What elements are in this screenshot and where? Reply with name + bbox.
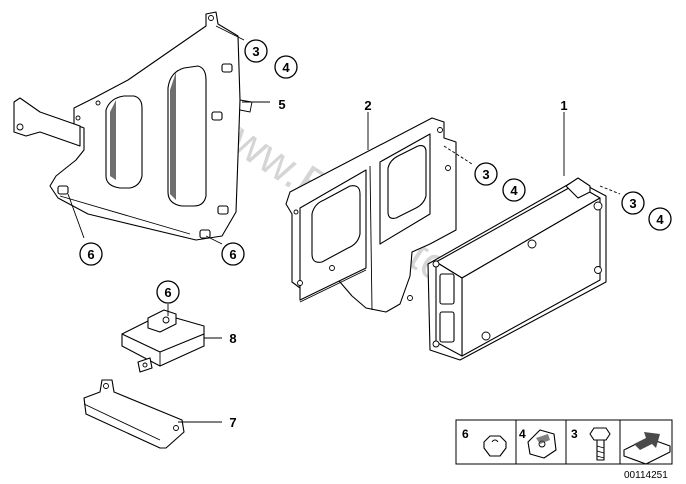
small-module-part xyxy=(121,309,205,373)
svg-text:6: 6 xyxy=(229,247,236,262)
legend-number-clip: 4 xyxy=(519,427,526,441)
svg-text:6: 6 xyxy=(164,285,171,300)
parts-legend: 6 4 3 00114251 xyxy=(455,419,673,481)
nut-icon xyxy=(483,435,507,457)
label-7: 7 xyxy=(229,415,236,430)
legend-number-nut: 6 xyxy=(462,427,469,441)
bolt-icon xyxy=(589,427,611,461)
svg-text:4: 4 xyxy=(282,60,290,75)
svg-text:2: 2 xyxy=(364,98,371,113)
label-2: 2 xyxy=(364,98,371,113)
label-8: 8 xyxy=(229,331,236,346)
svg-text:4: 4 xyxy=(656,212,664,227)
clip-nut-icon xyxy=(527,429,557,459)
svg-text:7: 7 xyxy=(229,415,236,430)
callout-3-right: 3 xyxy=(621,191,645,215)
leader-lines xyxy=(67,25,621,423)
label-5: 5 xyxy=(278,97,285,112)
callout-4-top: 4 xyxy=(274,55,298,79)
control-unit-part xyxy=(427,177,607,361)
callout-6-right: 6 xyxy=(221,242,245,266)
callout-3-middle: 3 xyxy=(474,162,498,186)
diagram-id: 00114251 xyxy=(624,470,668,481)
label-1: 1 xyxy=(560,98,567,113)
callout-6-left: 6 xyxy=(79,242,103,266)
svg-text:8: 8 xyxy=(229,331,236,346)
callout-6-module: 6 xyxy=(156,280,180,304)
holder-part xyxy=(83,379,185,449)
callout-4-right: 4 xyxy=(648,207,672,231)
bracket-large-part xyxy=(13,11,253,241)
svg-text:6: 6 xyxy=(87,247,94,262)
bracket-middle-part xyxy=(285,117,457,313)
callout-4-middle: 4 xyxy=(502,178,526,202)
svg-text:3: 3 xyxy=(482,167,489,182)
svg-text:1: 1 xyxy=(560,98,567,113)
svg-text:3: 3 xyxy=(629,196,636,211)
svg-text:4: 4 xyxy=(510,183,518,198)
page-pointer-icon xyxy=(623,432,671,465)
legend-number-bolt: 3 xyxy=(571,427,578,441)
callout-3-top: 3 xyxy=(244,39,268,63)
svg-text:3: 3 xyxy=(252,44,259,59)
svg-text:5: 5 xyxy=(278,97,285,112)
